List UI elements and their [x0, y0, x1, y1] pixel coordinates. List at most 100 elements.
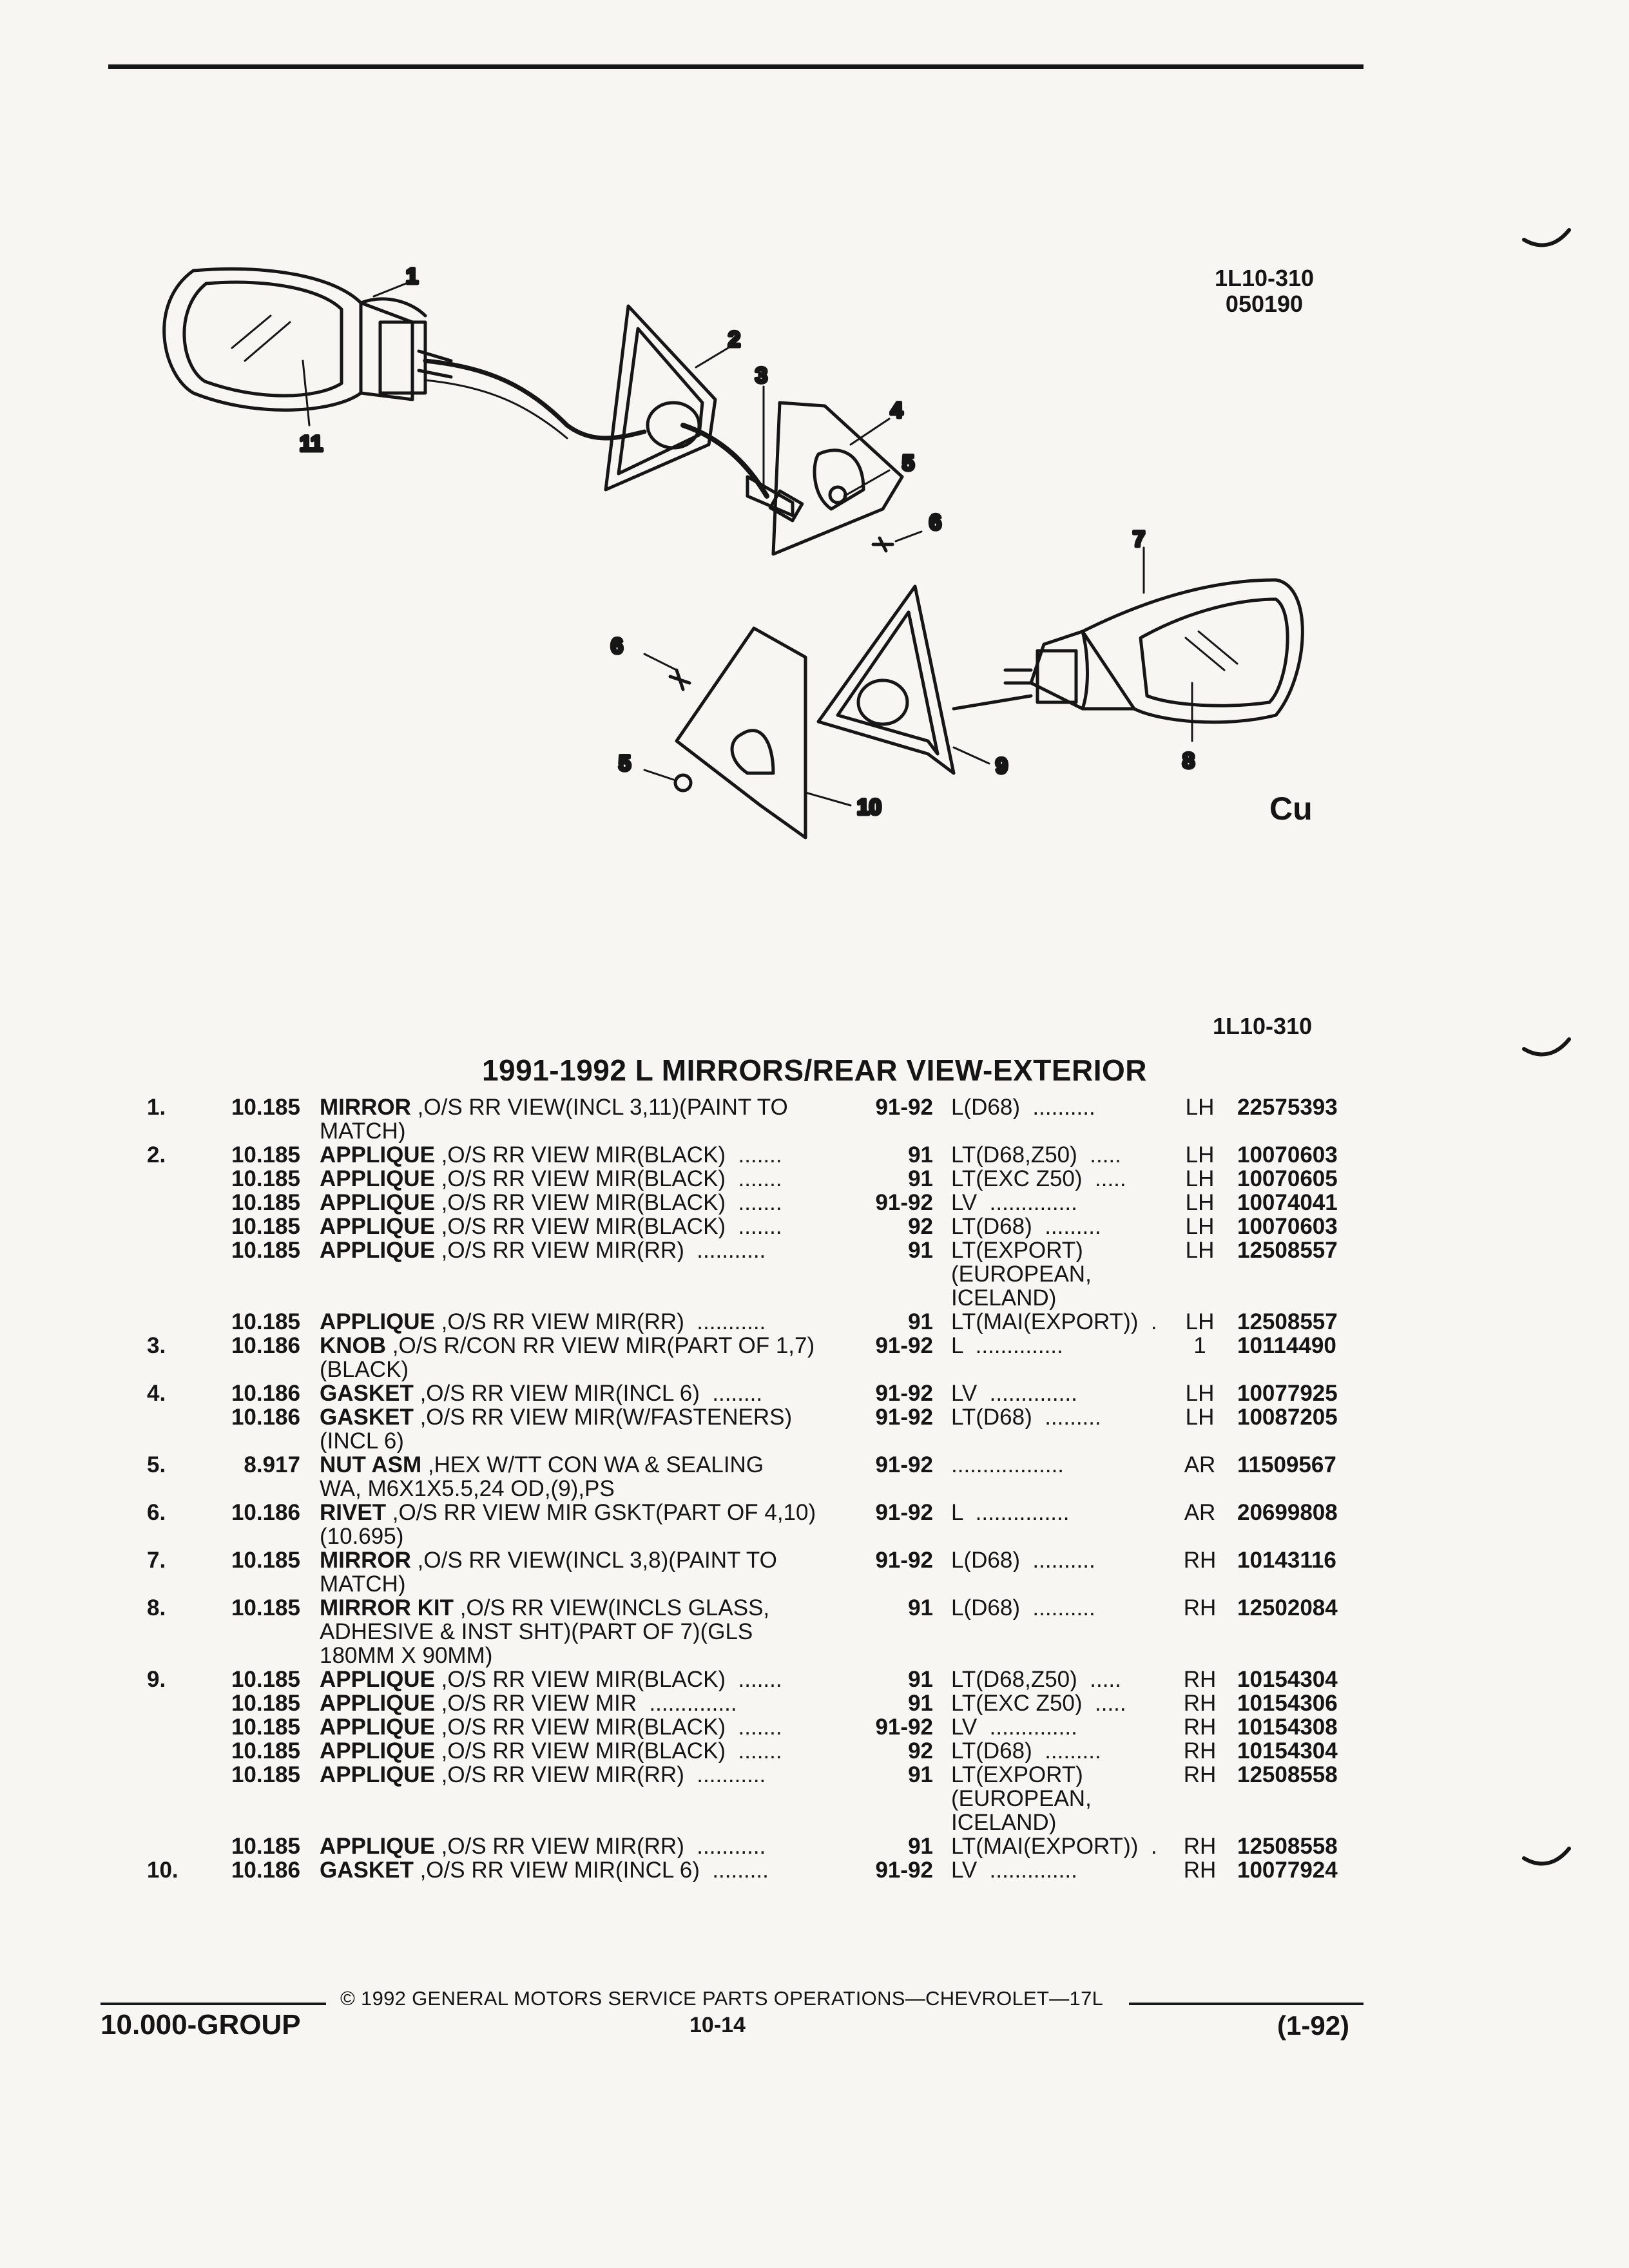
side: RH: [1183, 1715, 1217, 1740]
service-parts-logo: Cu: [1269, 791, 1313, 827]
part-number: 10077925: [1237, 1381, 1338, 1406]
side: LH: [1185, 1309, 1215, 1334]
description: APPLIQUE ,O/S RR VIEW MIR(BLACK) .......: [320, 1143, 854, 1167]
description: GASKET ,O/S RR VIEW MIR(INCL 6) ........: [320, 1381, 854, 1405]
side: RH: [1183, 1548, 1217, 1573]
application: ..................: [951, 1453, 1065, 1477]
group-number: 10.186: [231, 1405, 300, 1430]
description: APPLIQUE ,O/S RR VIEW MIR(BLACK) .......: [320, 1191, 854, 1215]
svg-text:Cu: Cu: [1269, 791, 1313, 827]
side: LH: [1185, 1142, 1215, 1168]
application: LT(MAI(EXPORT)) .: [951, 1310, 1157, 1334]
part-name: APPLIQUE: [320, 1739, 435, 1763]
section-title: 1991-1992 L MIRRORS/REAR VIEW-EXTERIOR: [481, 1053, 1148, 1087]
application: LT(D68) .........: [951, 1215, 1101, 1238]
group-number: 8.917: [244, 1452, 300, 1477]
part-name: GASKET: [320, 1858, 414, 1882]
rivet-upper: [871, 536, 894, 553]
table-row: ICELAND): [0, 1286, 1629, 1310]
side: LH: [1185, 1190, 1215, 1215]
model-years: 91-92: [875, 1500, 933, 1525]
callout-10: 10: [857, 795, 882, 820]
description: APPLIQUE ,O/S RR VIEW MIR(RR) ..........…: [320, 1310, 854, 1334]
part-name: APPLIQUE: [320, 1667, 435, 1691]
figure-date-code: 050190: [1225, 291, 1304, 317]
part-name: APPLIQUE: [320, 1238, 435, 1262]
description: (BLACK): [320, 1358, 854, 1381]
part-name: NUT ASM: [320, 1453, 422, 1477]
item-number: 9.: [147, 1667, 166, 1692]
item-number: 2.: [147, 1142, 166, 1168]
top-rule: [108, 64, 1364, 69]
model-years: 91-92: [875, 1095, 933, 1120]
application: ICELAND): [951, 1811, 1057, 1834]
application: L ...............: [951, 1501, 1070, 1524]
part-number: 20699808: [1237, 1500, 1338, 1525]
group-number: 10.185: [231, 1738, 300, 1763]
description: NUT ASM ,HEX W/TT CON WA & SEALING: [320, 1453, 854, 1477]
footer-rule-right: [1129, 2003, 1364, 2005]
exploded-parts-diagram: 1 11 2 3 4 5 6 7 8 9 6 5 10 Cu: [0, 0, 1629, 902]
right-applique: [816, 584, 1033, 775]
model-years: 92: [908, 1738, 933, 1763]
application: LT(D68) .........: [951, 1739, 1101, 1763]
part-description: ADHESIVE & INST SHT)(PART OF 7)(GLS: [320, 1620, 753, 1644]
application: LT(D68,Z50) .....: [951, 1143, 1121, 1167]
model-years: 91-92: [875, 1190, 933, 1215]
model-years: 91-92: [875, 1405, 933, 1430]
part-number: 10074041: [1237, 1190, 1338, 1215]
application: L ..............: [951, 1334, 1063, 1358]
footer-copyright: © 1992 GENERAL MOTORS SERVICE PARTS OPER…: [340, 1987, 1104, 2010]
callout-1: 1: [406, 264, 418, 289]
part-name: APPLIQUE: [320, 1834, 435, 1858]
description: APPLIQUE ,O/S RR VIEW MIR ..............: [320, 1691, 854, 1715]
part-number: 10070603: [1237, 1142, 1338, 1168]
part-number: 12508558: [1237, 1762, 1338, 1787]
item-number: 8.: [147, 1595, 166, 1620]
part-description: ,HEX W/TT CON WA & SEALING: [421, 1453, 764, 1477]
side: AR: [1184, 1500, 1216, 1525]
description: MIRROR KIT ,O/S RR VIEW(INCLS GLASS,: [320, 1596, 854, 1620]
illustration-reference: 1L10-310: [1213, 1013, 1313, 1039]
footer-rule-left: [101, 2003, 326, 2005]
application: LV ..............: [951, 1381, 1077, 1405]
part-name: APPLIQUE: [320, 1763, 435, 1787]
figure-code: 1L10-310: [1214, 265, 1315, 291]
part-name: RIVET: [320, 1501, 387, 1524]
side: LH: [1185, 1238, 1215, 1263]
part-name: APPLIQUE: [320, 1167, 435, 1191]
group-number: 10.185: [231, 1142, 300, 1168]
group-number: 10.185: [231, 1238, 300, 1263]
application: LT(EXC Z50) .....: [951, 1167, 1126, 1191]
application: L(D68) ..........: [951, 1548, 1095, 1572]
table-row: 180MM X 90MM): [0, 1644, 1629, 1667]
part-description: (BLACK): [320, 1358, 409, 1381]
application: LV ..............: [951, 1858, 1077, 1882]
part-number: 10070603: [1237, 1214, 1338, 1239]
part-number: 10114490: [1237, 1333, 1336, 1358]
footer-revision-date: (1-92): [1277, 2010, 1350, 2041]
item-number: 10.: [147, 1858, 178, 1883]
model-years: 91: [908, 1595, 933, 1620]
group-number: 10.185: [231, 1214, 300, 1239]
table-row: ADHESIVE & INST SHT)(PART OF 7)(GLS: [0, 1620, 1629, 1644]
description: (INCL 6): [320, 1429, 854, 1453]
part-description: ,O/S RR VIEW MIR(W/FASTENERS): [413, 1405, 793, 1429]
part-description: ,O/S RR VIEW MIR(BLACK) .......: [434, 1215, 782, 1238]
part-description: ,O/S RR VIEW MIR(INCL 6) .........: [413, 1858, 769, 1882]
side: LH: [1185, 1214, 1215, 1239]
group-number: 10.185: [231, 1667, 300, 1692]
part-description: ,O/S RR VIEW MIR(BLACK) .......: [434, 1667, 782, 1691]
part-number: 22575393: [1237, 1095, 1338, 1120]
description: APPLIQUE ,O/S RR VIEW MIR(BLACK) .......: [320, 1215, 854, 1238]
part-description: ,O/S RR VIEW MIR(RR) ...........: [434, 1310, 766, 1334]
table-row: (BLACK): [0, 1358, 1629, 1381]
